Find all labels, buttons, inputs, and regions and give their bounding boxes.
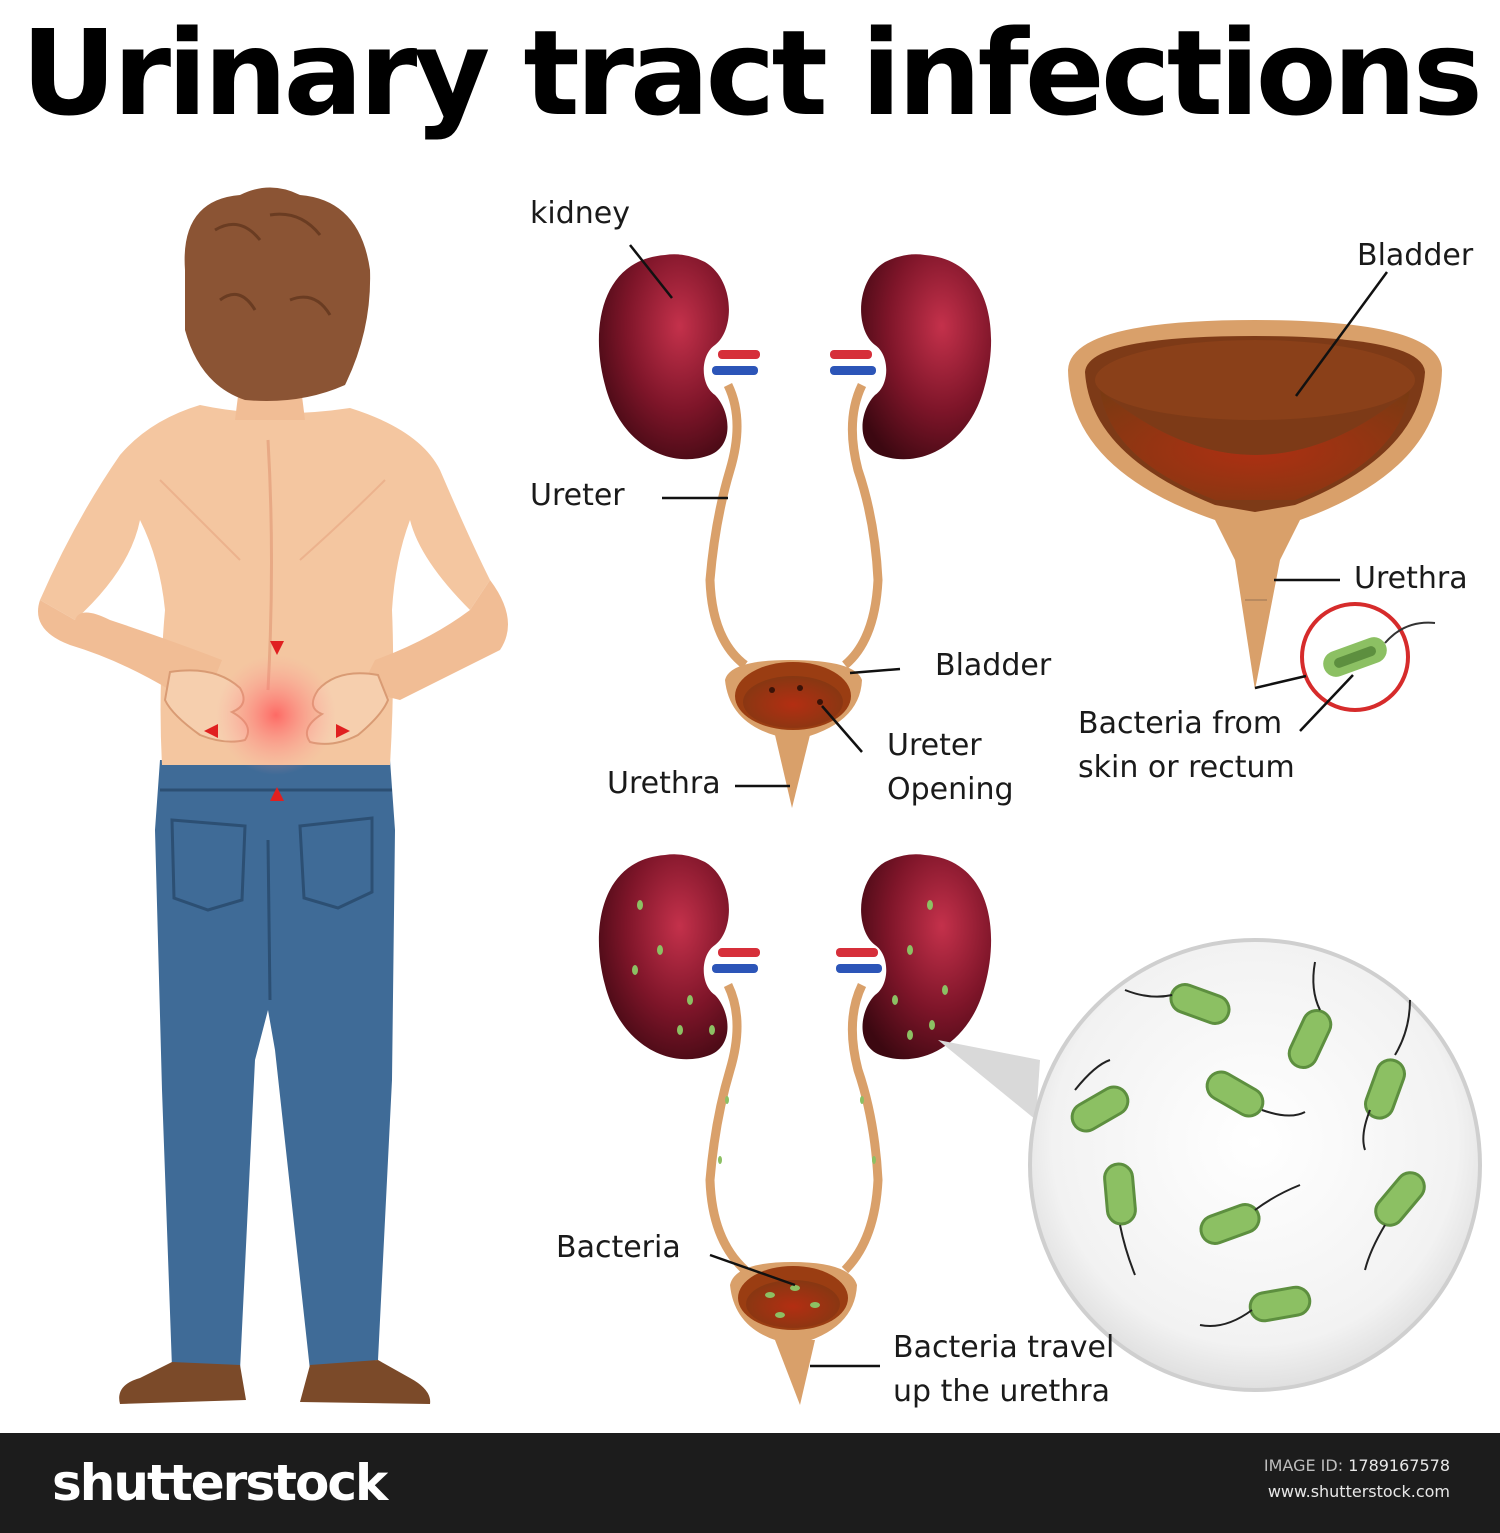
right-arm [360,580,508,700]
label-bacteria-from-line2: skin or rectum [1078,749,1295,785]
bacteria-magnified [938,938,1482,1392]
pain-arrow-right [336,724,350,738]
label-bacteria-travel: Bacteria travel up the urethra [893,1326,1114,1413]
right-ureter [841,383,883,669]
footer-image-info: IMAGE ID: 1789167578 www.shutterstock.co… [1264,1453,1450,1504]
bladder-large [1068,320,1442,690]
footer-bar: shutterstock IMAGE ID: 1789167578 www.sh… [0,1433,1500,1533]
illustration [38,187,1482,1405]
left-ureter [705,383,748,669]
label-bacteria: Bacteria [556,1230,681,1265]
label-bladder-mid: Bladder [935,648,1052,683]
label-bacteria-travel-line1: Bacteria travel [893,1330,1115,1365]
image-id-label: IMAGE ID: [1263,1456,1344,1475]
label-urethra-mid: Urethra [607,766,721,801]
jeans [155,760,395,1370]
pain-area [216,655,336,775]
label-bladder-right: Bladder [1357,238,1474,273]
left-kidney [598,254,729,460]
pain-arrow-up [270,641,284,655]
label-ureter-opening-line1: Ureter [887,728,982,763]
kidneys-diagram-bottom [598,854,992,1405]
page-title: Urinary tract infections [21,4,1483,142]
label-bacteria-from: Bacteria from skin or rectum [1078,702,1295,789]
footer-brand: shutterstock [52,1454,388,1512]
kidneys-diagram-top [598,254,992,808]
label-ureter: Ureter [530,478,625,513]
label-bacteria-from-line1: Bacteria from [1078,706,1283,741]
label-bacteria-travel-line2: up the urethra [893,1373,1111,1409]
footer-site: www.shutterstock.com [1267,1481,1450,1501]
pain-arrow-down [270,787,284,801]
left-shoe [119,1362,246,1404]
right-shoe [300,1360,431,1404]
leader-lines-right [1254,271,1389,732]
pain-arrow-left [204,724,218,738]
label-urethra-right: Urethra [1354,561,1468,596]
right-kidney [861,254,992,460]
label-kidney: kidney [530,196,630,231]
leader-lines-bottom [709,1253,880,1368]
bacteria-highlight [1300,602,1436,712]
image-id-value: 1789167578 [1348,1456,1450,1475]
man-figure [38,187,508,1404]
hair [184,187,371,401]
label-ureter-opening: Ureter Opening [887,724,1014,811]
leader-lines-top [629,244,901,788]
label-ureter-opening-line2: Opening [887,771,1014,807]
